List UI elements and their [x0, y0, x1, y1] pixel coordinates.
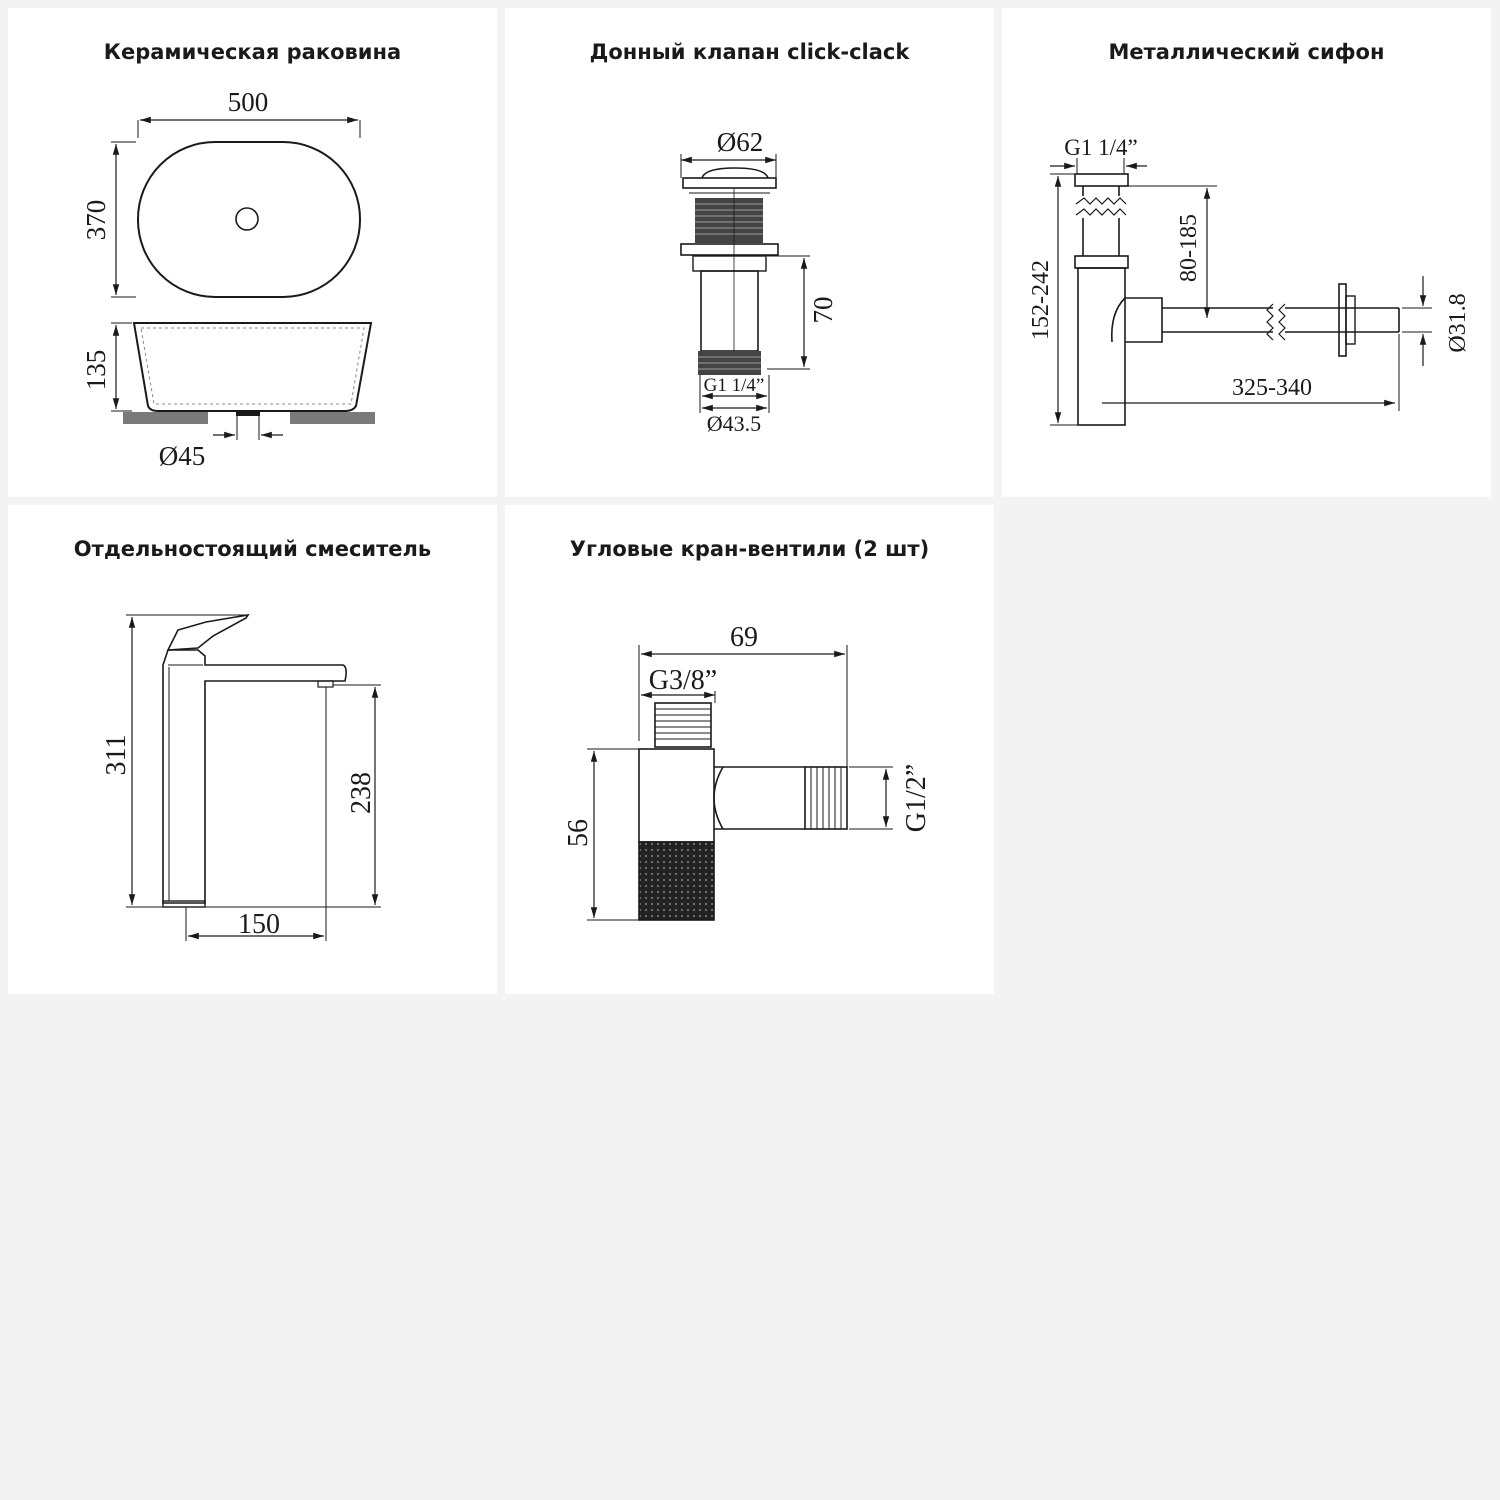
- dim-spout-height-label: 238: [346, 772, 377, 814]
- mixer-base: [162, 900, 206, 908]
- dim-thread-label: G1 1/4”: [704, 375, 765, 396]
- drain-thread-body: [695, 198, 763, 243]
- drain-flange: [680, 243, 779, 256]
- mixer-lever: [166, 613, 250, 651]
- counter-left: [123, 412, 208, 424]
- dim-outlet-label: G1/2”: [901, 764, 932, 832]
- sink-top-view: [137, 141, 361, 298]
- siphon-wall-flange: [1338, 283, 1347, 357]
- dim-drop-label: 80-185: [1176, 214, 1202, 282]
- drain-pipe: [700, 270, 759, 352]
- drain-hole: [235, 207, 259, 231]
- card-metal-siphon: G1 1/4” 80-185 152-242: [1002, 8, 1491, 497]
- valve-outlet-thread: [804, 766, 848, 830]
- drain-drawing: Ø62 70 G1 1/4”: [680, 127, 838, 436]
- dim-height-label: 311: [101, 735, 132, 776]
- siphon-nut: [1074, 255, 1129, 269]
- dim-length-label: 325-340: [1232, 375, 1312, 401]
- siphon-bottle: [1077, 267, 1126, 426]
- counter-right: [290, 412, 375, 424]
- card-title: Керамическая раковина: [103, 40, 402, 64]
- card-click-clack-drain: Ø62 70 G1 1/4”: [505, 8, 994, 497]
- siphon-drawing: G1 1/4” 80-185 152-242: [1028, 135, 1471, 426]
- dim-bottom-label: Ø43.5: [707, 411, 761, 436]
- card-ceramic-sink: 500 370 135 Ø45 Керамическая раковина: [8, 8, 497, 497]
- dim-height-label: 152-242: [1028, 260, 1054, 340]
- dim-drain-label: Ø45: [159, 441, 206, 471]
- dim-diameter-label: Ø62: [717, 127, 764, 157]
- mixer-drawing: 311 238 150: [101, 613, 381, 941]
- dim-length-label: 69: [730, 622, 758, 653]
- valve-drawing: 69 G3/8” G1/2” 56: [563, 622, 932, 921]
- card-freestanding-mixer: 311 238 150 Отдельностоящий смеситель: [8, 505, 497, 994]
- mixer-body: [162, 649, 347, 904]
- sink-drawing: 500 370 135 Ø45: [81, 87, 375, 471]
- card-angle-valves: 69 G3/8” G1/2” 56 Угл: [505, 505, 994, 994]
- sink-side-view: [132, 322, 373, 412]
- valve-knurled-handle: [638, 841, 715, 921]
- siphon-top-flange: [1074, 173, 1129, 187]
- dim-reach-label: 150: [238, 909, 280, 940]
- valve-inlet-thread: [654, 702, 712, 748]
- card-title: Угловые кран-вентили (2 шт): [569, 537, 930, 561]
- dim-thread-label: G1 1/4”: [1064, 135, 1137, 160]
- dim-width-label: 500: [228, 87, 269, 117]
- dim-height-label: 70: [808, 297, 838, 324]
- dim-depth-label: 370: [81, 200, 111, 241]
- dim-inlet-label: G3/8”: [649, 665, 717, 696]
- card-title: Металлический сифон: [1108, 40, 1385, 64]
- dim-height-label: 56: [563, 819, 594, 847]
- drain-cap: [701, 167, 769, 179]
- card-title: Донный клапан click-clack: [589, 40, 910, 64]
- valve-body: [638, 748, 715, 843]
- dim-height-label: 135: [81, 350, 111, 391]
- card-title: Отдельностоящий смеситель: [73, 537, 432, 561]
- dim-pipe-label: Ø31.8: [1445, 293, 1471, 352]
